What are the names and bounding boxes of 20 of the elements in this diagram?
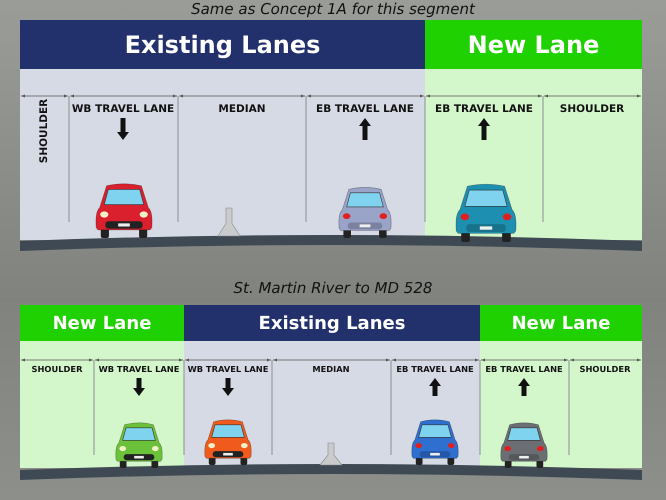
lane-label: WB TRAVEL LANE [98, 364, 180, 374]
lane-label: MEDIAN [311, 364, 351, 374]
lane-label: EB TRAVEL LANE [315, 103, 415, 115]
section-heading: Same as Concept 1A for this segment [190, 0, 476, 18]
lane-label: EB TRAVEL LANE [484, 364, 564, 374]
lane-label: SHOULDER [558, 103, 626, 115]
section-header: Existing Lanes [20, 20, 425, 69]
lane-label: SHOULDER [30, 364, 84, 374]
lane-label: WB TRAVEL LANE [70, 103, 176, 115]
lane-label: WB TRAVEL LANE [186, 364, 270, 374]
section-header: New Lane [480, 305, 642, 341]
lane-label: EB TRAVEL LANE [434, 103, 534, 115]
lane-label: SHOULDER [38, 98, 50, 166]
section-header: New Lane [20, 305, 184, 341]
lane-label: EB TRAVEL LANE [395, 364, 475, 374]
section-header: Existing Lanes [184, 305, 480, 341]
section-header: New Lane [425, 20, 642, 69]
section-heading: St. Martin River to MD 528 [232, 279, 434, 297]
lane-label: MEDIAN [217, 103, 267, 115]
lane-label: SHOULDER [578, 364, 632, 374]
